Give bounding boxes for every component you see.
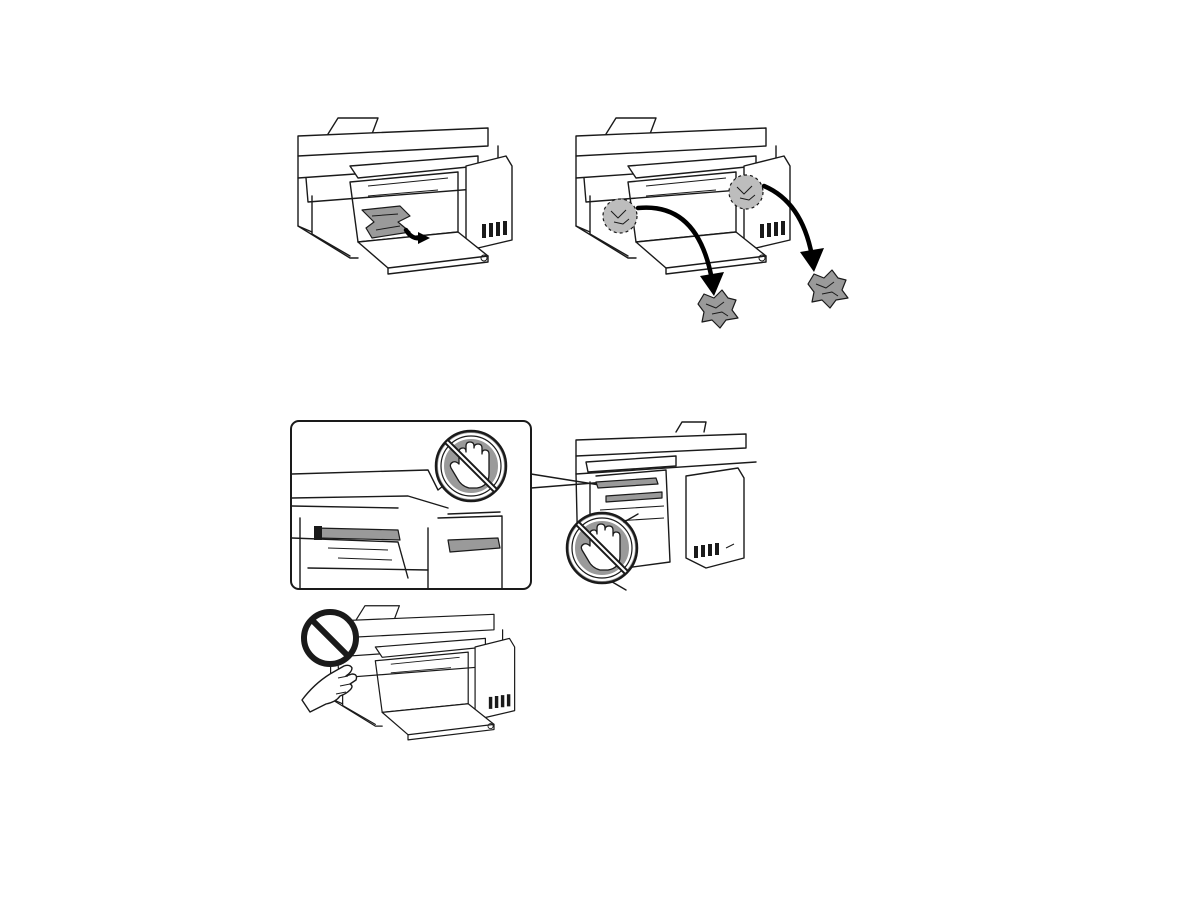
- crumpled-paper-icon: [808, 270, 848, 308]
- figure-do-not-touch-scanner-unit: [290, 600, 510, 750]
- hand-icon: [302, 665, 357, 712]
- figure-remove-torn-pieces: [566, 112, 866, 332]
- crumpled-paper-icon: [729, 175, 763, 209]
- figure-do-not-touch-internal-parts: [288, 418, 758, 594]
- printer-illustration: [290, 600, 510, 750]
- prohibited-icon: [304, 612, 356, 664]
- figure-remove-jammed-paper: [288, 112, 528, 292]
- no-touch-hand-icon: [567, 513, 637, 583]
- printer-illustration: [566, 112, 866, 332]
- crumpled-paper-icon: [698, 290, 738, 328]
- printer-detail-illustration: [288, 418, 758, 594]
- printer-illustration: [288, 112, 528, 292]
- no-touch-hand-icon: [436, 431, 506, 501]
- crumpled-paper-icon: [603, 199, 637, 233]
